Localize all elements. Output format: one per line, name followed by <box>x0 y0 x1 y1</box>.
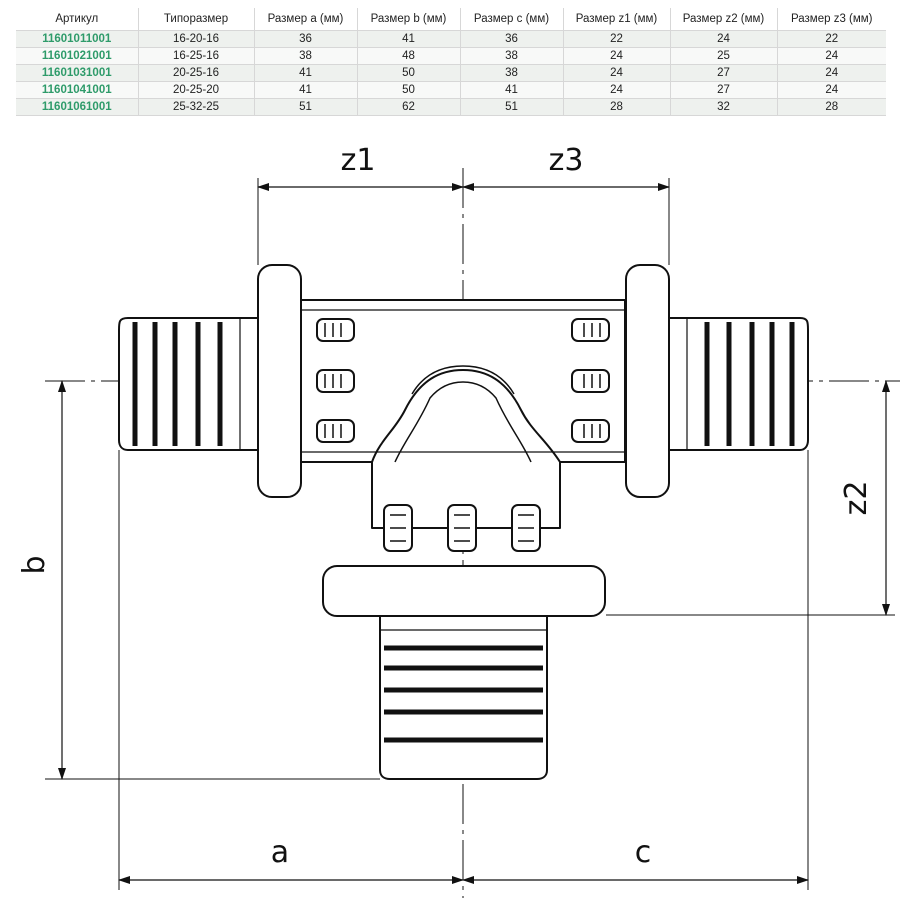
spec-table: Артикул Типоразмер Размер a (мм) Размер … <box>16 8 886 116</box>
z1-cell: 28 <box>563 98 671 116</box>
z1-cell: 24 <box>563 47 671 65</box>
size-cell: 20-25-20 <box>138 81 255 99</box>
z2-cell: 25 <box>670 47 778 65</box>
z3-cell: 22 <box>777 30 886 48</box>
table-row: 11601031001 20-25-16 41 50 38 24 27 24 <box>16 64 886 82</box>
tee-fitting-drawing: z1 z3 z2 b a c <box>17 143 900 898</box>
z1-label: z1 <box>341 143 376 178</box>
b-cell: 41 <box>357 30 461 48</box>
z2-cell: 32 <box>670 98 778 116</box>
table-row: 11601011001 16-20-16 36 41 36 22 24 22 <box>16 30 886 48</box>
col-header-z2: Размер z2 (мм) <box>670 8 778 31</box>
bottom-stub <box>379 615 548 780</box>
col-header-c: Размер c (мм) <box>460 8 564 31</box>
right-flange <box>625 264 670 498</box>
col-header-size: Типоразмер <box>138 8 255 31</box>
z3-cell: 24 <box>777 81 886 99</box>
z2-cell: 24 <box>670 30 778 48</box>
z3-cell: 24 <box>777 64 886 82</box>
z1-cell: 24 <box>563 64 671 82</box>
a-cell: 36 <box>254 30 358 48</box>
a-cell: 41 <box>254 64 358 82</box>
c-cell: 38 <box>460 47 564 65</box>
col-header-a: Размер a (мм) <box>254 8 358 31</box>
left-stub <box>118 317 259 451</box>
tee-fitting <box>118 264 809 780</box>
a-cell: 41 <box>254 81 358 99</box>
c-label: c <box>635 835 652 870</box>
article-cell[interactable]: 11601031001 <box>16 64 139 82</box>
a-cell: 38 <box>254 47 358 65</box>
c-cell: 36 <box>460 30 564 48</box>
z2-cell: 27 <box>670 64 778 82</box>
z2-label: z2 <box>839 481 874 516</box>
z3-cell: 24 <box>777 47 886 65</box>
size-cell: 25-32-25 <box>138 98 255 116</box>
article-cell[interactable]: 11601011001 <box>16 30 139 48</box>
b-cell: 50 <box>357 64 461 82</box>
z2-cell: 27 <box>670 81 778 99</box>
c-cell: 41 <box>460 81 564 99</box>
stub-ribs <box>132 322 795 743</box>
col-header-article: Артикул <box>16 8 139 31</box>
table-row: 11601061001 25-32-25 51 62 51 28 32 28 <box>16 98 886 116</box>
bottom-flange <box>322 565 606 617</box>
z1-cell: 22 <box>563 30 671 48</box>
col-header-z3: Размер z3 (мм) <box>777 8 886 31</box>
article-cell[interactable]: 11601021001 <box>16 47 139 65</box>
col-header-z1: Размер z1 (мм) <box>563 8 671 31</box>
b-cell: 48 <box>357 47 461 65</box>
size-cell: 20-25-16 <box>138 64 255 82</box>
table-row: 11601021001 16-25-16 38 48 38 24 25 24 <box>16 47 886 65</box>
col-header-b: Размер b (мм) <box>357 8 461 31</box>
b-label: b <box>17 555 52 574</box>
z3-label: z3 <box>549 143 584 178</box>
z3-cell: 28 <box>777 98 886 116</box>
z1-cell: 24 <box>563 81 671 99</box>
c-cell: 51 <box>460 98 564 116</box>
article-cell[interactable]: 11601061001 <box>16 98 139 116</box>
article-cell[interactable]: 11601041001 <box>16 81 139 99</box>
extension-lines <box>45 178 895 890</box>
size-cell: 16-20-16 <box>138 30 255 48</box>
size-cell: 16-25-16 <box>138 47 255 65</box>
table-row: 11601041001 20-25-20 41 50 41 24 27 24 <box>16 81 886 99</box>
a-cell: 51 <box>254 98 358 116</box>
c-cell: 38 <box>460 64 564 82</box>
right-stub <box>668 317 809 451</box>
b-cell: 62 <box>357 98 461 116</box>
left-flange <box>257 264 302 498</box>
b-cell: 50 <box>357 81 461 99</box>
table-header-row: Артикул Типоразмер Размер a (мм) Размер … <box>16 8 886 31</box>
a-label: a <box>271 835 289 870</box>
dimension-lines <box>58 183 890 884</box>
